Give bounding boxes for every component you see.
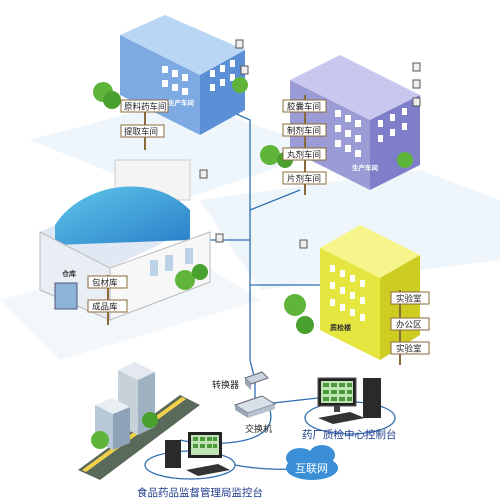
fda-monitor-station: 食品药品监督管理局监控台 bbox=[137, 432, 263, 499]
factory-qc-center-label: 药厂质检中心控制台 bbox=[302, 428, 397, 441]
converter-label: 转换器 bbox=[212, 379, 239, 391]
warehouse-name: 仓库 bbox=[61, 269, 76, 278]
qc-building: 质检楼 实验室 办公区 实验室 bbox=[284, 225, 430, 365]
sign-raw-material: 原料药车间 bbox=[124, 102, 167, 113]
production-a-name: 生产车间 bbox=[168, 98, 195, 107]
production-b-name: 生产车间 bbox=[352, 163, 379, 172]
fda-monitor-label: 食品药品监督管理局监控台 bbox=[137, 486, 263, 499]
sign-capsule: 胶囊车间 bbox=[287, 102, 321, 113]
sign-lab-2: 实验室 bbox=[396, 344, 422, 355]
sign-lab-1: 实验室 bbox=[396, 294, 422, 305]
sign-office: 办公区 bbox=[396, 320, 422, 331]
production-building-a: 生产车间 原料药车间 提取车间 bbox=[93, 15, 249, 150]
sign-extraction: 提取车间 bbox=[124, 127, 158, 138]
city-buildings bbox=[78, 362, 200, 480]
production-building-b: 生产车间 胶囊车间 制剂车间 丸剂车间 片剂车间 bbox=[260, 55, 421, 195]
sign-packaging-store: 包材库 bbox=[92, 278, 118, 289]
qc-name: 质检楼 bbox=[330, 323, 351, 332]
converter-device: 转换器 bbox=[212, 371, 269, 391]
switch-label: 交换机 bbox=[245, 423, 272, 435]
internet-label: 互联网 bbox=[295, 462, 328, 475]
internet-cloud: 互联网 bbox=[286, 445, 338, 480]
sign-pill: 丸剂车间 bbox=[287, 150, 321, 161]
switch-device: 交换机 bbox=[233, 395, 277, 435]
sign-tablet: 片剂车间 bbox=[287, 174, 321, 185]
sign-finished-goods: 成品库 bbox=[92, 302, 118, 313]
warehouse-building: 仓库 包材库 成品库 bbox=[39, 159, 224, 325]
factory-qc-center: 药厂质检中心控制台 bbox=[302, 377, 397, 441]
sign-preparation: 制剂车间 bbox=[287, 126, 321, 137]
